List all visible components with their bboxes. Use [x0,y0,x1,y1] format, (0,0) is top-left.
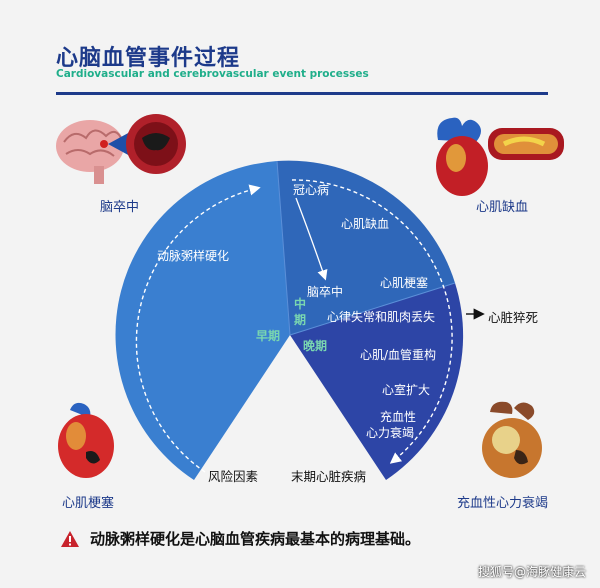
corner-ischemia-label: 心肌缺血 [476,200,529,215]
period-early: 早期 [256,329,281,343]
brain-illustration [56,114,186,184]
page-subtitle: Cardiovascular and cerebrovascular event… [56,68,369,80]
stroke-arrow [295,197,328,281]
footer-text: 动脉粥样硬化是心脑血管疾病最基本的病理基础。 [90,530,421,548]
corner-infarction-label: 心肌梗塞 [62,496,115,511]
footer-note: 动脉粥样硬化是心脑血管疾病最基本的病理基础。 [60,528,420,549]
stage-congestive: 充血性 [380,410,417,424]
stage-remodeling: 心肌/血管重构 [360,348,437,362]
watermark: 搜狐号@海豚健康云 [477,565,586,579]
stage-stroke: 脑卒中 [307,285,344,299]
period-late: 晚期 [303,339,328,353]
ischemia-illustration [436,117,564,196]
stage-arrhythmia: 心律失常和肌肉丢失 [327,310,436,324]
stage-ventricular: 心室扩大 [382,383,431,397]
infarction-illustration [58,402,114,478]
warning-icon [61,530,79,547]
late-sector [290,283,464,480]
period-middle: 中期 [294,297,307,327]
corner-stroke-label: 脑卒中 [100,200,140,215]
outcome-sudden-death: 心脏猝死 [488,310,539,325]
heart-failure-illustration [482,401,542,478]
middle-sector [277,160,455,335]
page-title: 心脑血管事件过程 [56,46,241,71]
stage-coronary: 冠心病 [293,183,330,197]
early-sector [115,161,290,480]
corner-heart-failure-label: 充血性心力衰竭 [457,496,549,511]
title-rule [56,92,548,95]
stage-end-stage: 末期心脏疾病 [291,469,367,484]
stage-ischemia: 心肌缺血 [341,217,390,231]
stage-risk-factors: 风险因素 [208,469,259,484]
late-arrow-arc [291,179,453,464]
early-arrow-arc [135,184,261,473]
stage-atherosclerosis: 动脉粥样硬化 [157,249,230,263]
stage-infarction: 心肌梗塞 [380,276,429,290]
stage-heart-failure: 心力衰竭 [366,426,415,440]
